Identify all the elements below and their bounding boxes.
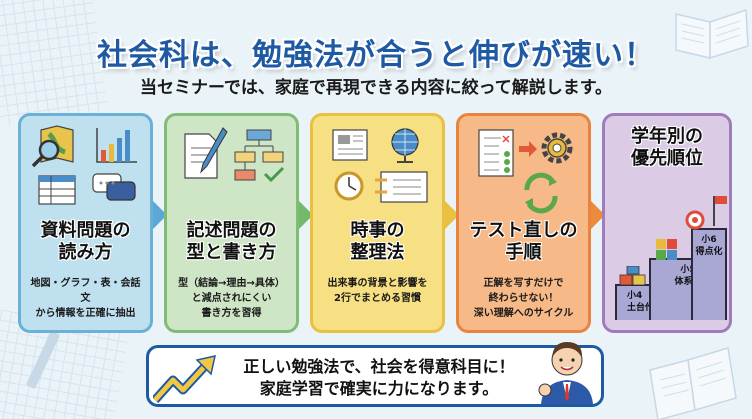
- clock-icon: [334, 171, 364, 201]
- card-description: 型（結論→理由→具体） と減点されにくい 書き方を習得: [178, 278, 285, 319]
- bar-chart-icon: [96, 128, 137, 163]
- target-icon: [685, 210, 705, 230]
- card-icons: [465, 124, 582, 216]
- globe-icon: [391, 128, 419, 163]
- list-arrows-icon: [375, 171, 428, 203]
- card-description: 正解を写すだけで 終わらせない！ 深い理解へのサイクル: [473, 278, 574, 319]
- card-description: 出来事の背景と影響を 2行でまとめる習慣: [327, 278, 428, 304]
- test-sheet-icon: [478, 129, 514, 177]
- card-title: テスト直しの 手順: [469, 220, 578, 263]
- study-method-cards: 資料問題の 読み方 地図・グラフ・表・会話文 から情報を正確に抽出: [18, 113, 734, 335]
- card-title: 学年別の 優先順位: [631, 126, 703, 169]
- chevron-right-icon: [299, 201, 313, 229]
- trending-up-arrow-icon: [153, 355, 216, 404]
- step-grade-6: 小6 得点化: [691, 228, 727, 320]
- cycle-arrows-icon: [524, 172, 558, 214]
- chevron-right-icon: [153, 201, 167, 229]
- checkmark-icon: [263, 166, 285, 183]
- open-book-icon: [675, 8, 749, 60]
- puzzle-icon: [656, 239, 677, 260]
- card-current-events: 時事の 整理法 出来事の背景と影響を 2行でまとめる習慣: [310, 113, 445, 333]
- blocks-icon: [619, 266, 646, 286]
- card-test-review: テスト直しの 手順 正解を写すだけで 終わらせない！ 深い理解へのサイクル: [456, 113, 591, 333]
- chevron-right-icon: [591, 201, 605, 229]
- arrow-right-icon: [519, 141, 537, 157]
- newspaper-icon: [332, 129, 368, 161]
- card-grade-priority: 学年別の 優先順位 小4 土台作り 小5 体系化 小6 得点化: [602, 113, 732, 333]
- chevron-right-icon: [445, 201, 459, 229]
- card-icons: [319, 124, 436, 216]
- gear-icon: [541, 132, 573, 164]
- card-data-questions: 資料問題の 読み方 地図・グラフ・表・会話文 から情報を正確に抽出: [18, 113, 153, 333]
- card-icons: [27, 124, 144, 216]
- card-written-answers: 記述問題の 型と書き方 型（結論→理由→具体） と減点されにくい 書き方を習得: [164, 113, 299, 333]
- map-magnifier-icon: [31, 125, 74, 168]
- flowchart-icon: [234, 129, 284, 181]
- card-title: 記述問題の 型と書き方: [186, 220, 277, 263]
- document-pen-icon: [184, 127, 228, 179]
- chat-bubbles-icon: [92, 173, 136, 201]
- banner-message: 正しい勉強法で、社会を得意科目に！ 家庭学習で確実に力になります。: [243, 357, 515, 398]
- card-description: 地図・グラフ・表・会話文 から情報を正確に抽出: [30, 278, 141, 319]
- open-book-icon: [649, 347, 737, 419]
- card-icons: [173, 124, 290, 216]
- page-subtitle: 当セミナーでは、家庭で再現できる内容に絞って解説します。: [139, 78, 613, 98]
- card-title: 時事の 整理法: [350, 220, 405, 263]
- teacher-avatar: [538, 342, 593, 404]
- flag-icon: [713, 196, 727, 226]
- table-icon: [38, 175, 76, 205]
- page-title: 社会科は、勉強法が合うと伸びが速い！: [97, 38, 655, 73]
- conclusion-banner: 正しい勉強法で、社会を得意科目に！ 家庭学習で確実に力になります。: [146, 342, 604, 407]
- card-title: 資料問題の 読み方: [40, 220, 131, 263]
- grade-stairs: 小4 土台作り 小5 体系化 小6 得点化: [615, 196, 727, 320]
